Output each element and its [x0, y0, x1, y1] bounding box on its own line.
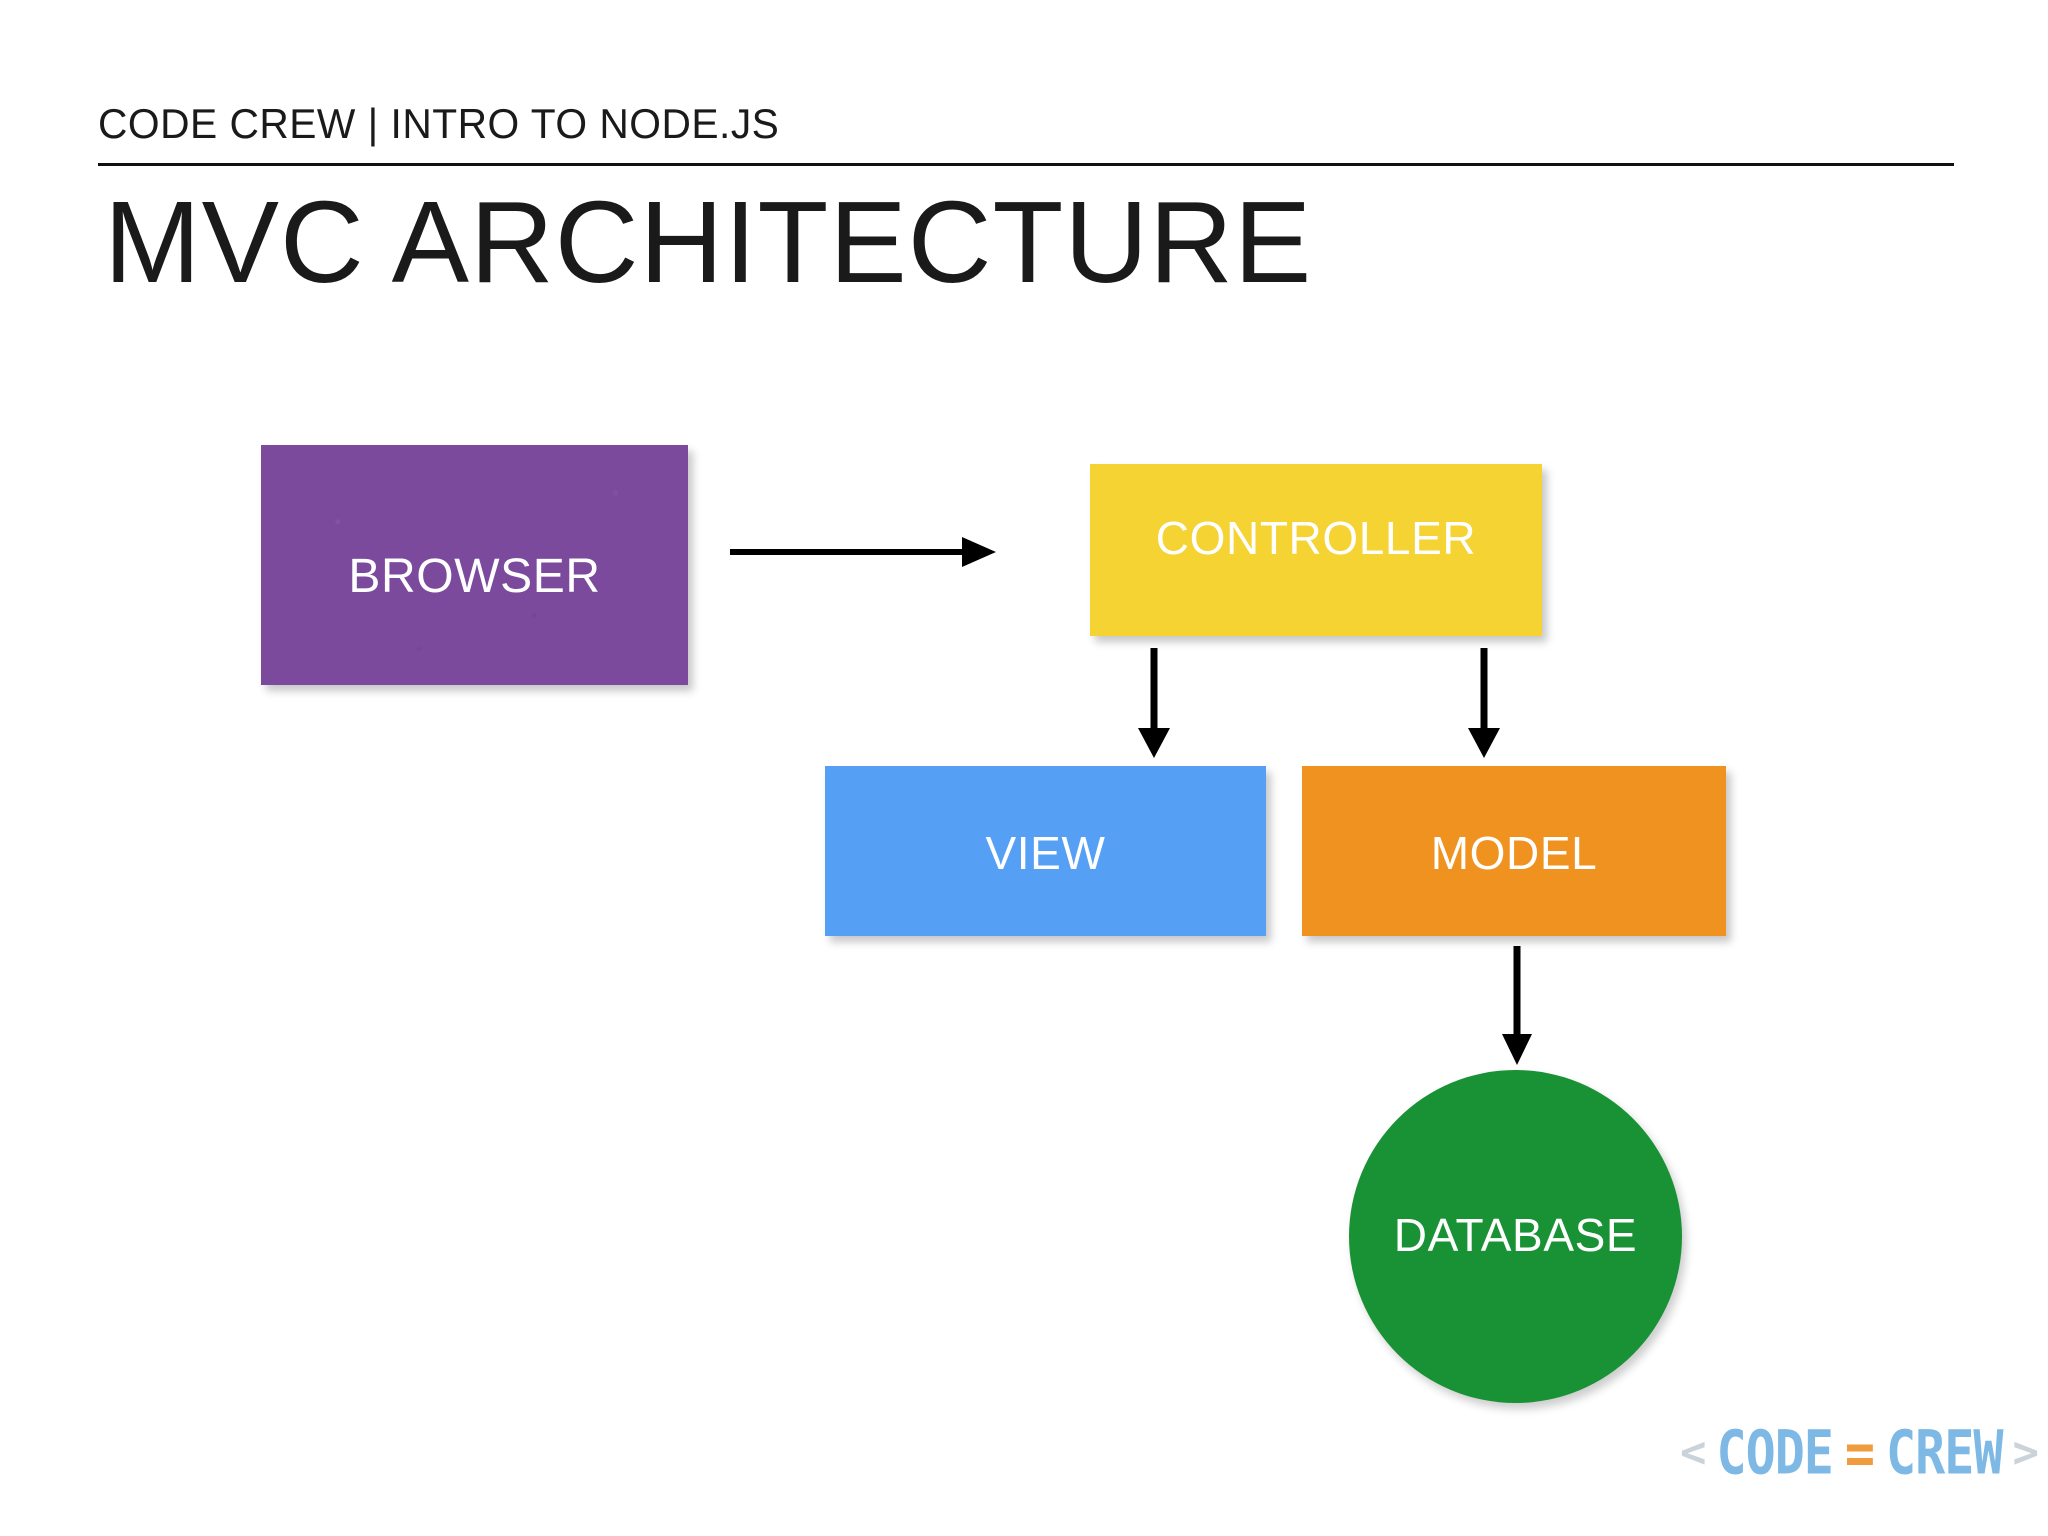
page-title: MVC ARCHITECTURE [104, 177, 1313, 307]
node-view: VIEW [825, 766, 1266, 936]
slide-eyebrow: CODE CREW | INTRO TO NODE.JS [98, 100, 780, 147]
node-browser: BROWSER [261, 445, 688, 685]
arrow-model-to-database [1497, 946, 1537, 1068]
node-browser-label: BROWSER [348, 550, 601, 603]
logo-bracket-open-icon: < [1680, 1427, 1707, 1478]
node-controller-label: CONTROLLER [1155, 512, 1477, 564]
node-model-label: MODEL [1430, 827, 1598, 879]
logo-word-code: CODE [1716, 1417, 1834, 1489]
node-controller: CONTROLLER [1090, 464, 1542, 636]
node-database: DATABASE [1349, 1070, 1682, 1403]
arrow-browser-to-controller [730, 532, 1000, 572]
arrow-controller-to-view [1134, 648, 1174, 760]
node-database-label: DATABASE [1393, 1209, 1638, 1261]
arrow-controller-to-model [1464, 648, 1504, 760]
header-divider [98, 163, 1954, 166]
node-model: MODEL [1302, 766, 1726, 936]
logo-bracket-close-icon: > [2012, 1427, 2039, 1478]
logo-equals-icon: = [1844, 1417, 1875, 1489]
node-view-label: VIEW [985, 827, 1106, 879]
logo-word-crew: CREW [1886, 1417, 2003, 1489]
code-crew-logo: < CODE = CREW > [1680, 1423, 2039, 1484]
